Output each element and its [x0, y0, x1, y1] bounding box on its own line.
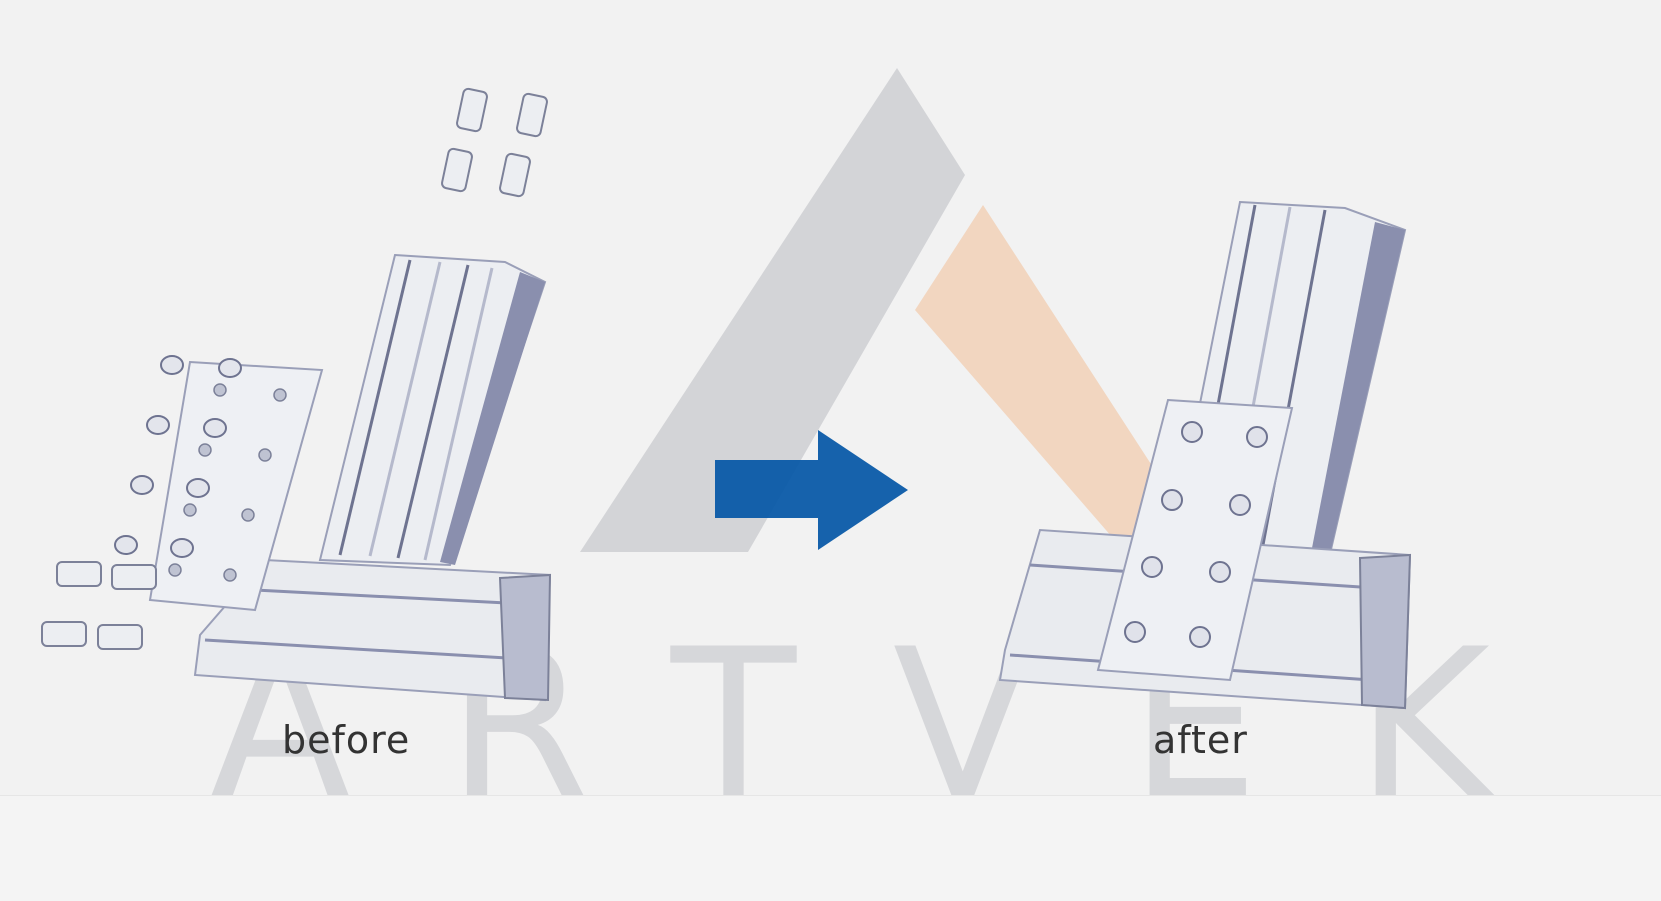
bottom-band — [0, 795, 1661, 901]
after-screws — [1124, 421, 1268, 648]
before-t-nuts — [41, 87, 548, 650]
watermark-orange-triangle — [915, 205, 1208, 552]
after-caption: after — [1153, 718, 1248, 762]
before-caption: before — [282, 718, 411, 762]
after-assembly — [998, 200, 1412, 710]
before-screws — [114, 355, 242, 558]
before-assembly — [41, 87, 552, 702]
after-plate — [1096, 398, 1294, 682]
watermark-gray-triangle — [580, 68, 965, 552]
right-arrow-icon — [715, 430, 908, 550]
